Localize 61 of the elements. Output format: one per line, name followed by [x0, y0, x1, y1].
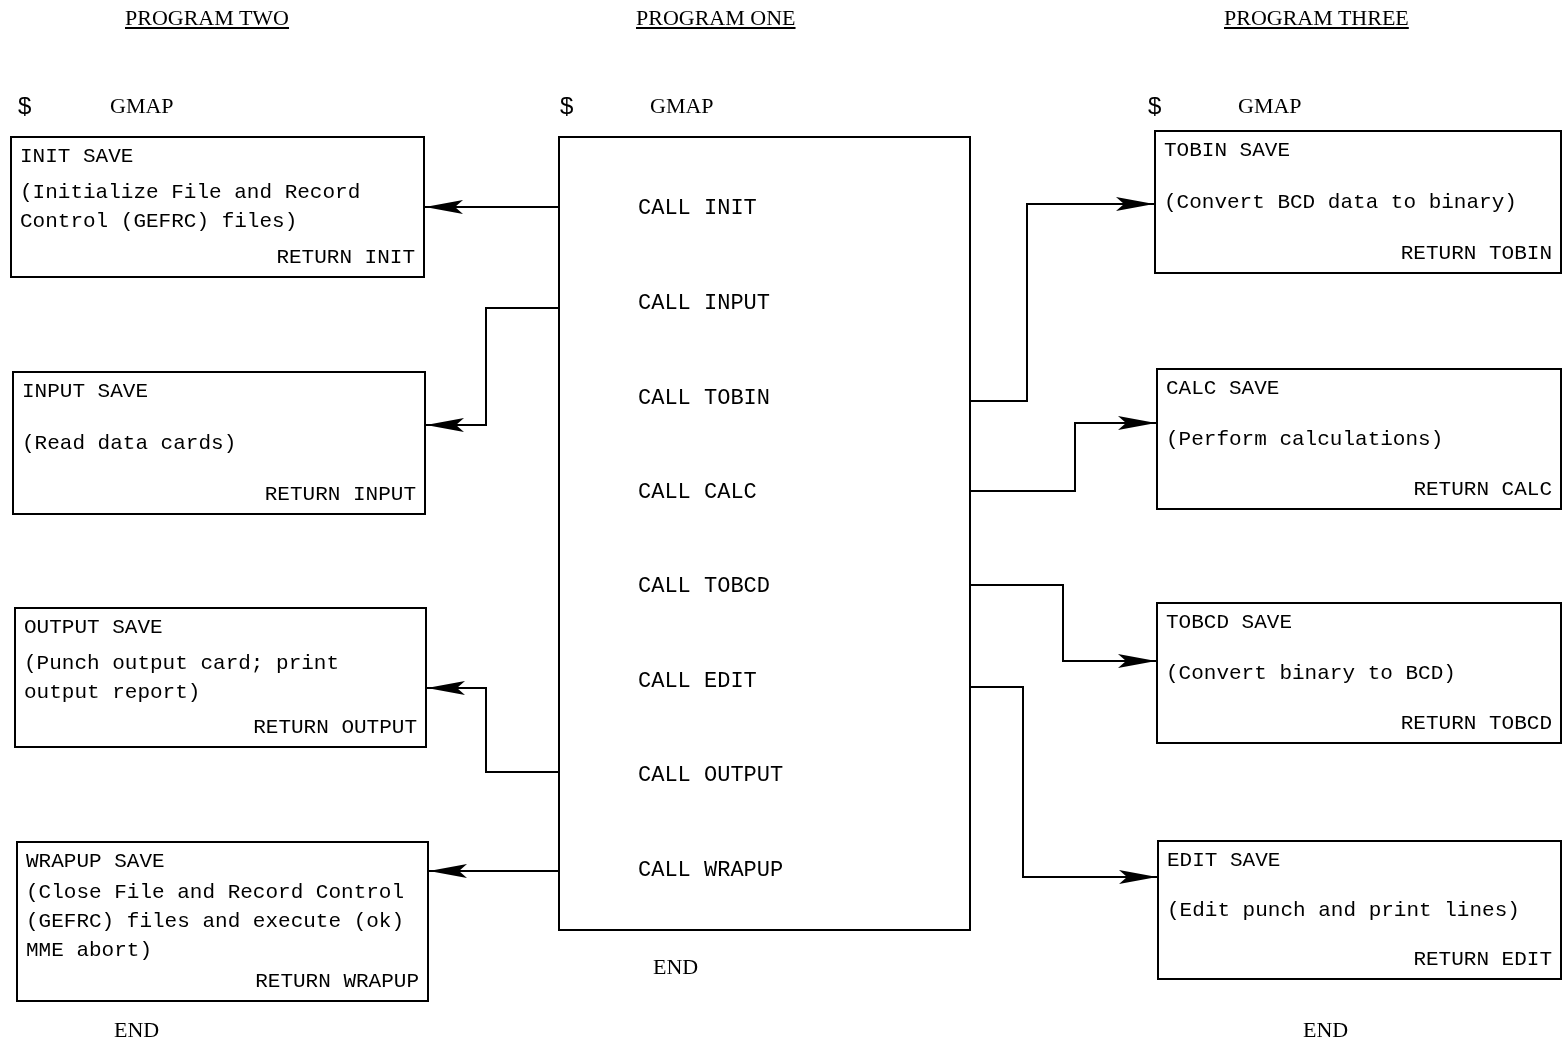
- statement-text: GMAP: [110, 92, 174, 120]
- subroutine-box: [16, 841, 429, 1002]
- call-statement: CALL OUTPUT: [638, 762, 784, 790]
- subroutine-box: [12, 371, 426, 515]
- description-text: (Perform calculations): [1166, 426, 1445, 453]
- arrow: [426, 681, 559, 773]
- arrow: [970, 197, 1155, 402]
- statement-text: END: [653, 953, 699, 981]
- statement-text: END: [114, 1016, 160, 1044]
- call-statement: CALL TOBIN: [638, 385, 771, 413]
- entry-statement: CALC SAVE: [1166, 376, 1281, 402]
- description-text: (Convert BCD data to binary): [1164, 189, 1518, 216]
- subroutine-box: [14, 607, 427, 748]
- return-statement: RETURN WRAPUP: [255, 969, 419, 995]
- entry-statement: WRAPUP SAVE: [26, 849, 166, 875]
- return-statement: RETURN CALC: [1413, 477, 1552, 503]
- call-statement: CALL CALC: [638, 479, 757, 507]
- arrow: [970, 686, 1158, 884]
- subroutine-box: [1156, 368, 1562, 510]
- return-statement: RETURN EDIT: [1413, 947, 1552, 973]
- statement-text: GMAP: [1238, 92, 1302, 120]
- call-statement: CALL INIT: [638, 195, 757, 223]
- call-statement: CALL INPUT: [638, 290, 771, 318]
- subroutine-box: [1156, 602, 1562, 744]
- control-card-sign: $: [1148, 92, 1162, 120]
- subroutine-box: [1154, 130, 1562, 274]
- return-statement: RETURN OUTPUT: [253, 715, 417, 741]
- arrow: [425, 307, 559, 432]
- entry-statement: TOBIN SAVE: [1164, 138, 1292, 164]
- description-text: (Read data cards): [22, 430, 238, 457]
- control-card-sign: $: [18, 92, 32, 120]
- description-text: (Edit punch and print lines): [1167, 897, 1521, 924]
- main-program-box: [558, 136, 971, 931]
- return-statement: RETURN TOBIN: [1400, 241, 1552, 267]
- description-text: (Close File and Record Control (GEFRC) files and execute (ok) MME abort): [26, 880, 406, 964]
- call-statement: CALL TOBCD: [638, 573, 771, 601]
- entry-statement: INIT SAVE: [20, 144, 135, 170]
- subroutine-box: [1157, 840, 1562, 980]
- entry-statement: INPUT SAVE: [22, 379, 150, 405]
- return-statement: RETURN INPUT: [264, 482, 416, 508]
- entry-statement: OUTPUT SAVE: [24, 615, 164, 641]
- arrow: [428, 864, 559, 878]
- return-statement: RETURN TOBCD: [1400, 711, 1552, 737]
- program-heading: PROGRAM TWO: [125, 4, 289, 32]
- call-statement: CALL WRAPUP: [638, 857, 784, 885]
- statement-text: GMAP: [650, 92, 714, 120]
- description-text: (Punch output card; print output report): [24, 650, 341, 706]
- arrow: [424, 200, 559, 214]
- arrow: [970, 584, 1157, 668]
- control-card-sign: $: [560, 92, 574, 120]
- return-statement: RETURN INIT: [276, 245, 415, 271]
- call-statement: CALL EDIT: [638, 668, 757, 696]
- entry-statement: EDIT SAVE: [1167, 848, 1282, 874]
- description-text: (Convert binary to BCD): [1166, 660, 1457, 687]
- arrow: [970, 416, 1157, 492]
- program-heading: PROGRAM ONE: [636, 4, 796, 32]
- description-text: (Initialize File and Record Control (GEFRC) files): [20, 180, 362, 235]
- subroutine-box: [10, 136, 425, 278]
- program-heading: PROGRAM THREE: [1224, 4, 1409, 32]
- statement-text: END: [1303, 1016, 1349, 1044]
- entry-statement: TOBCD SAVE: [1166, 610, 1294, 636]
